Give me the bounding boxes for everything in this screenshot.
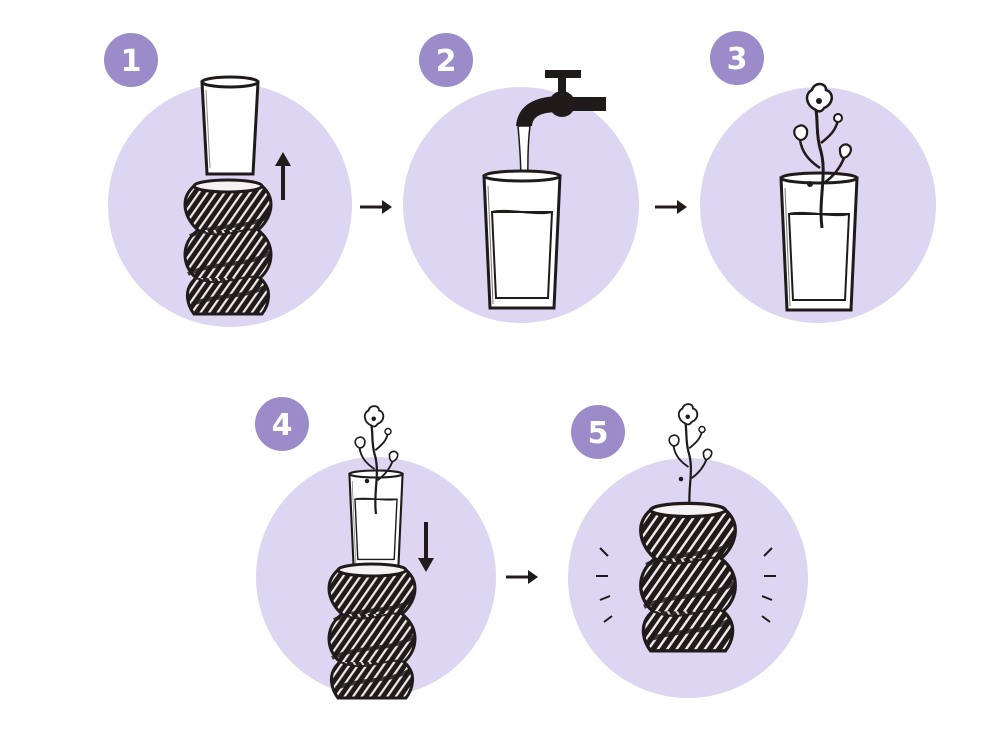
step-4-number: 4 <box>272 408 293 443</box>
step-1: 1 <box>104 33 352 327</box>
arrow-right-icon <box>504 568 540 586</box>
step-3: 3 <box>700 31 936 323</box>
sparkle-lines-icon <box>596 547 776 623</box>
step-1-number: 1 <box>121 44 142 79</box>
faucet-icon <box>516 70 606 126</box>
step-5-number: 5 <box>588 416 609 451</box>
glass-lifted-from-vase-icon <box>183 75 291 316</box>
arrow-right-icon <box>358 198 394 216</box>
step-2: 2 <box>403 33 639 323</box>
arrow-down-icon <box>418 522 434 572</box>
step-2-badge: 2 <box>419 33 473 87</box>
glass-inserted-into-vase-icon <box>327 404 434 700</box>
step-4-badge: 4 <box>255 397 309 451</box>
step-5: 5 <box>568 402 808 698</box>
finished-vase-with-flower-icon <box>596 402 776 651</box>
step-5-badge: 5 <box>571 405 625 459</box>
faucet-filling-glass-icon <box>482 70 606 310</box>
step-3-number: 3 <box>727 42 748 77</box>
step-3-badge: 3 <box>710 31 764 85</box>
arrow-right-icon <box>653 198 689 216</box>
step-1-badge: 1 <box>104 33 158 87</box>
arrow-up-icon <box>275 152 291 200</box>
step-2-number: 2 <box>436 44 457 79</box>
step-4: 4 <box>255 397 496 700</box>
